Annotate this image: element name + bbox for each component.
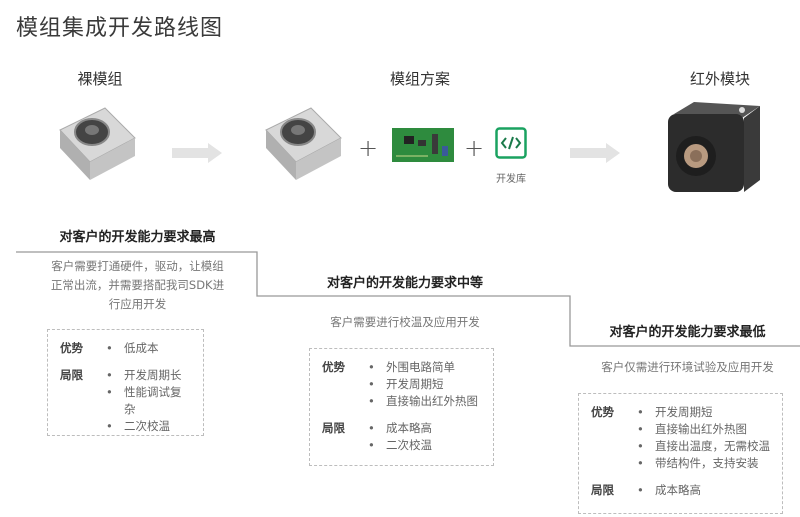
pros-label: 优势	[322, 360, 345, 374]
page-title: 模组集成开发路线图	[16, 16, 224, 41]
pros-cons-box-highest: 优势 低成本 局限 开发周期长 性能调试复杂 二次校温	[47, 329, 204, 436]
desc-line: 正常出流，并需要搭配我司SDK进	[50, 278, 225, 292]
arrow-right-icon	[172, 143, 222, 163]
level-desc-highest: 客户需要打通硬件，驱动，让模组 正常出流，并需要搭配我司SDK进 行应用开发	[20, 257, 255, 314]
level-desc-medium: 客户需要进行校温及应用开发	[280, 313, 530, 332]
column-label-infrared-module: 红外模块	[689, 70, 750, 88]
plus-icon: +	[464, 134, 485, 162]
list-item: 开发周期短	[368, 376, 478, 393]
module-image	[265, 107, 342, 180]
list-item: 低成本	[106, 340, 159, 357]
level-title-highest: 对客户的开发能力要求最高	[59, 230, 216, 245]
list-item: 开发周期长	[106, 367, 191, 384]
list-item: 直接输出红外热图	[368, 393, 478, 410]
plus-icon: +	[358, 134, 379, 162]
code-sdk-icon	[495, 127, 527, 159]
bare-module-image	[59, 107, 136, 180]
arrow-right-icon	[570, 143, 620, 163]
pros-label: 优势	[60, 341, 83, 355]
cons-label: 局限	[60, 368, 83, 382]
list-item: 开发周期短	[637, 404, 770, 421]
sdk-label: 开发库	[496, 174, 526, 185]
desc-line: 客户需要打通硬件，驱动，让模组	[51, 259, 224, 273]
cons-label: 局限	[591, 483, 614, 497]
column-label-module-solution: 模组方案	[389, 70, 450, 88]
column-label-bare-module: 裸模组	[77, 70, 123, 88]
list-item: 二次校温	[106, 418, 191, 435]
level-desc-lowest: 客户仅需进行环境试验及应用开发	[575, 358, 800, 377]
level-title-medium: 对客户的开发能力要求中等	[326, 276, 483, 291]
list-item: 直接出温度，无需校温	[637, 438, 770, 455]
pros-label: 优势	[591, 405, 614, 419]
desc-line: 行应用开发	[108, 297, 167, 311]
list-item: 带结构件，支持安装	[637, 455, 770, 472]
list-item: 外围电路简单	[368, 359, 478, 376]
list-item: 成本略高	[637, 482, 701, 499]
cons-label: 局限	[322, 421, 345, 435]
infrared-camera-image	[668, 102, 760, 192]
circuit-board-image	[392, 128, 454, 162]
pros-cons-box-lowest: 优势 开发周期短 直接输出红外热图 直接出温度，无需校温 带结构件，支持安装 局…	[578, 393, 783, 514]
desc-line: 客户需要进行校温及应用开发	[330, 315, 480, 329]
desc-line: 客户仅需进行环境试验及应用开发	[601, 360, 774, 374]
level-title-lowest: 对客户的开发能力要求最低	[609, 325, 766, 340]
list-item: 成本略高	[368, 420, 432, 437]
list-item: 二次校温	[368, 437, 432, 454]
list-item: 性能调试复杂	[106, 384, 191, 418]
pros-cons-box-medium: 优势 外围电路简单 开发周期短 直接输出红外热图 局限 成本略高 二次校温	[309, 348, 494, 466]
list-item: 直接输出红外热图	[637, 421, 770, 438]
